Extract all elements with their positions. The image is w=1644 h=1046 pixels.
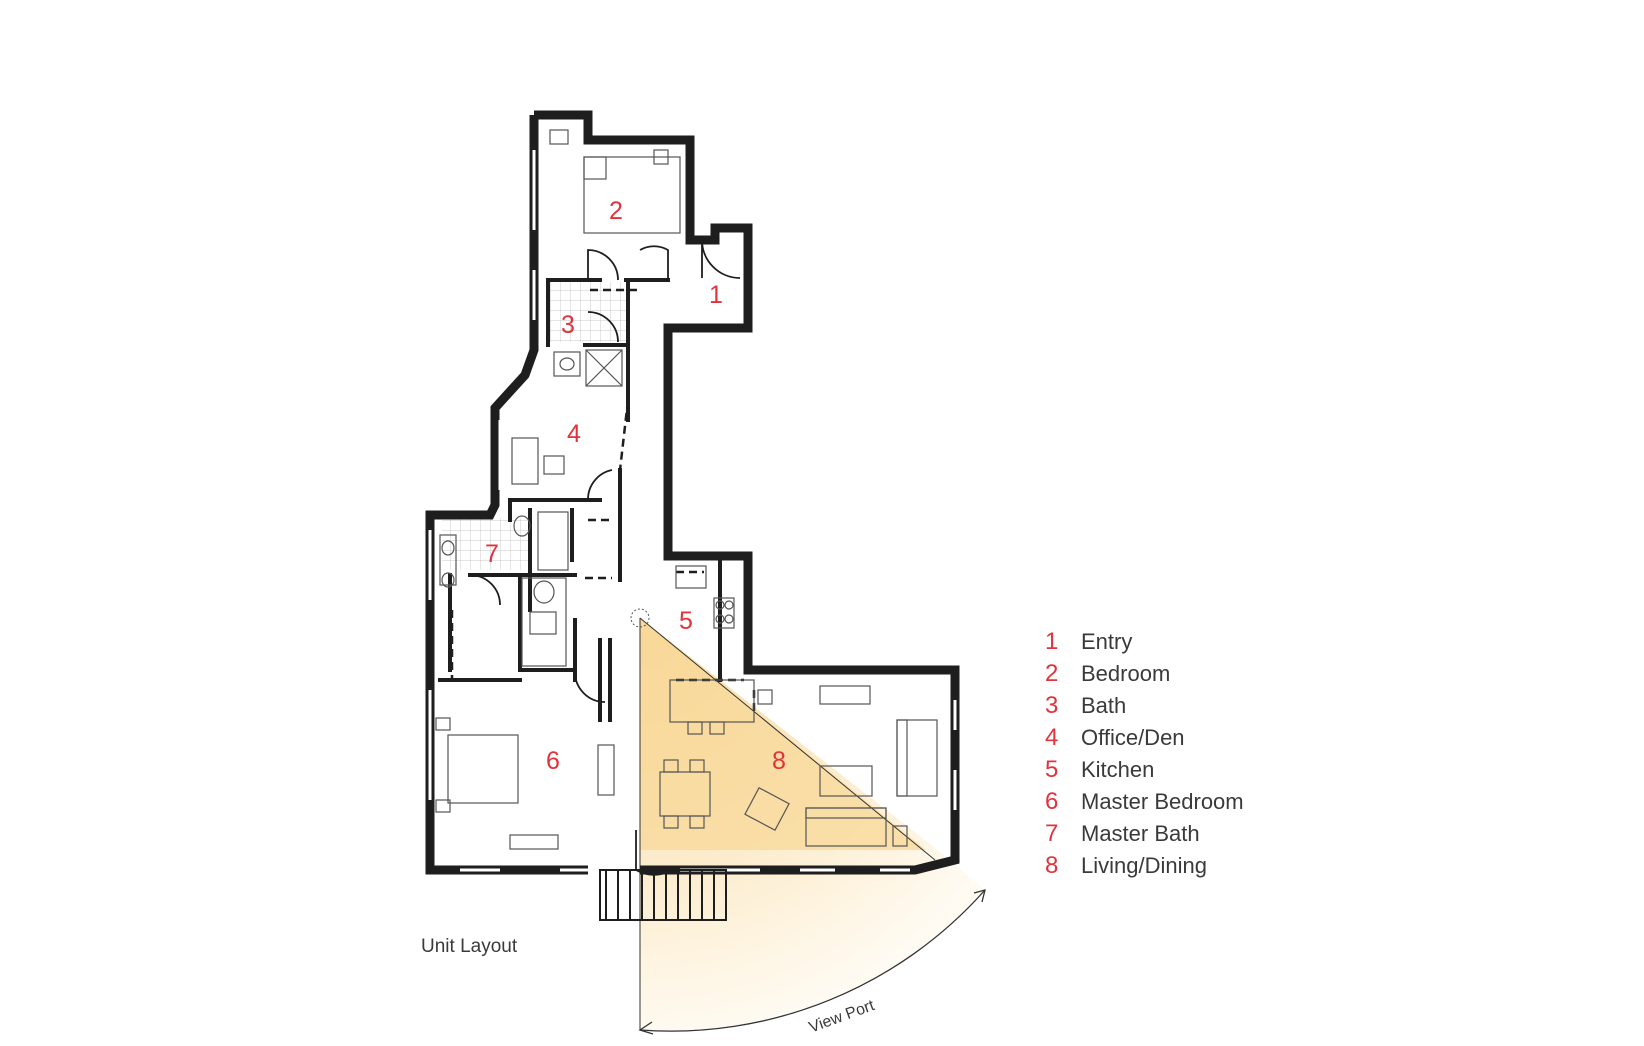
view-port-arrowhead-right [973,889,986,903]
desk [511,437,539,485]
room-number-7: 7 [485,540,499,568]
closet [521,577,567,667]
legend-item: 8 Living/Dining [1045,850,1244,882]
master-bath-floor-tile [442,518,530,570]
legend-label: Bedroom [1081,661,1171,686]
view-cone-interior [640,618,926,850]
legend-label: Entry [1081,629,1133,654]
viewpoint-marker [630,608,650,628]
bed-2 [583,156,681,234]
legend-number: 5 [1045,756,1059,783]
legend-item: 2 Bedroom [1045,658,1244,690]
unit-layout-caption: Unit Layout [421,936,518,957]
legend-number: 6 [1045,788,1059,815]
dining-table [659,771,711,817]
room-number-6: 6 [546,747,560,775]
legend-number: 4 [1045,724,1059,751]
bath-floor-tile [548,282,626,342]
legend-item: 6 Master Bedroom [1045,786,1244,818]
legend-number: 2 [1045,660,1059,687]
legend-number: 3 [1045,692,1059,719]
legend-number: 8 [1045,852,1059,879]
room-number-4: 4 [567,420,581,448]
view-port-arc [639,889,986,1032]
furniture [435,129,938,850]
legend-item: 4 Office/Den [1045,722,1244,754]
bathtub [537,511,569,571]
room-number-2: 2 [609,197,623,225]
legend-number: 7 [1045,820,1059,847]
interior-walls [438,278,750,722]
room-legend: 1 Entry 2 Bedroom 3 Bath 4 Office/Den 5 Kitch… [1045,626,1244,882]
room-number-8: 8 [772,747,786,775]
legend-item: 5 Kitchen [1045,754,1244,786]
room-number-5: 5 [679,607,693,635]
doors [469,239,741,876]
legend-number: 1 [1045,628,1059,655]
room-number-1: 1 [709,281,723,309]
bed-master [447,734,519,804]
balcony [599,869,727,921]
legend-item: 7 Master Bath [1045,818,1244,850]
legend-label: Office/Den [1081,725,1185,750]
shower [585,349,623,387]
legend-label: Living/Dining [1081,853,1207,878]
legend-item: 3 Bath [1045,690,1244,722]
legend-label: Master Bath [1081,821,1200,846]
legend-label: Bath [1081,693,1127,718]
legend-item: 1 Entry [1045,626,1244,658]
armchair [744,786,790,832]
legend-label: Master Bedroom [1081,789,1244,814]
room-number-3: 3 [561,311,575,339]
legend-label: Kitchen [1081,757,1155,782]
